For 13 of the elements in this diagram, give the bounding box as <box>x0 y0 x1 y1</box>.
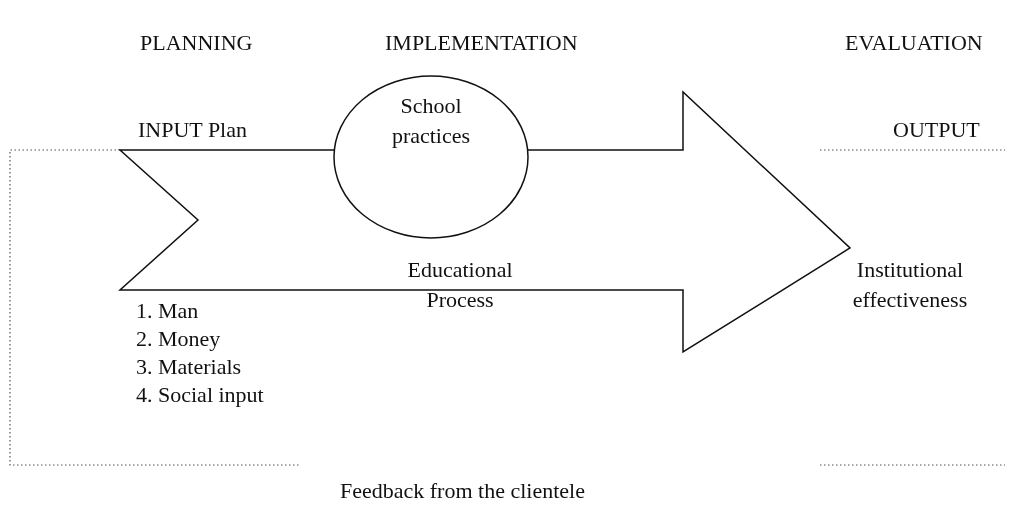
ellipse-label: School practices <box>390 92 472 150</box>
list-item: 1. Man <box>136 297 199 325</box>
stage-label: Educational Process <box>406 256 514 314</box>
column-heading: EVALUATION <box>845 29 983 57</box>
list-item: 3. Materials <box>136 353 242 381</box>
stage-label: Institutional effectiveness <box>851 256 969 314</box>
list-item: 4. Social input <box>136 381 264 409</box>
arrow-label: OUTPUT <box>893 116 980 144</box>
column-heading: IMPLEMENTATION <box>385 29 578 57</box>
list-item: 2. Money <box>136 325 221 353</box>
arrow-label: INPUT Plan <box>138 116 247 144</box>
feedback-label: Feedback from the clientele <box>340 477 585 505</box>
column-heading: PLANNING <box>140 29 253 57</box>
